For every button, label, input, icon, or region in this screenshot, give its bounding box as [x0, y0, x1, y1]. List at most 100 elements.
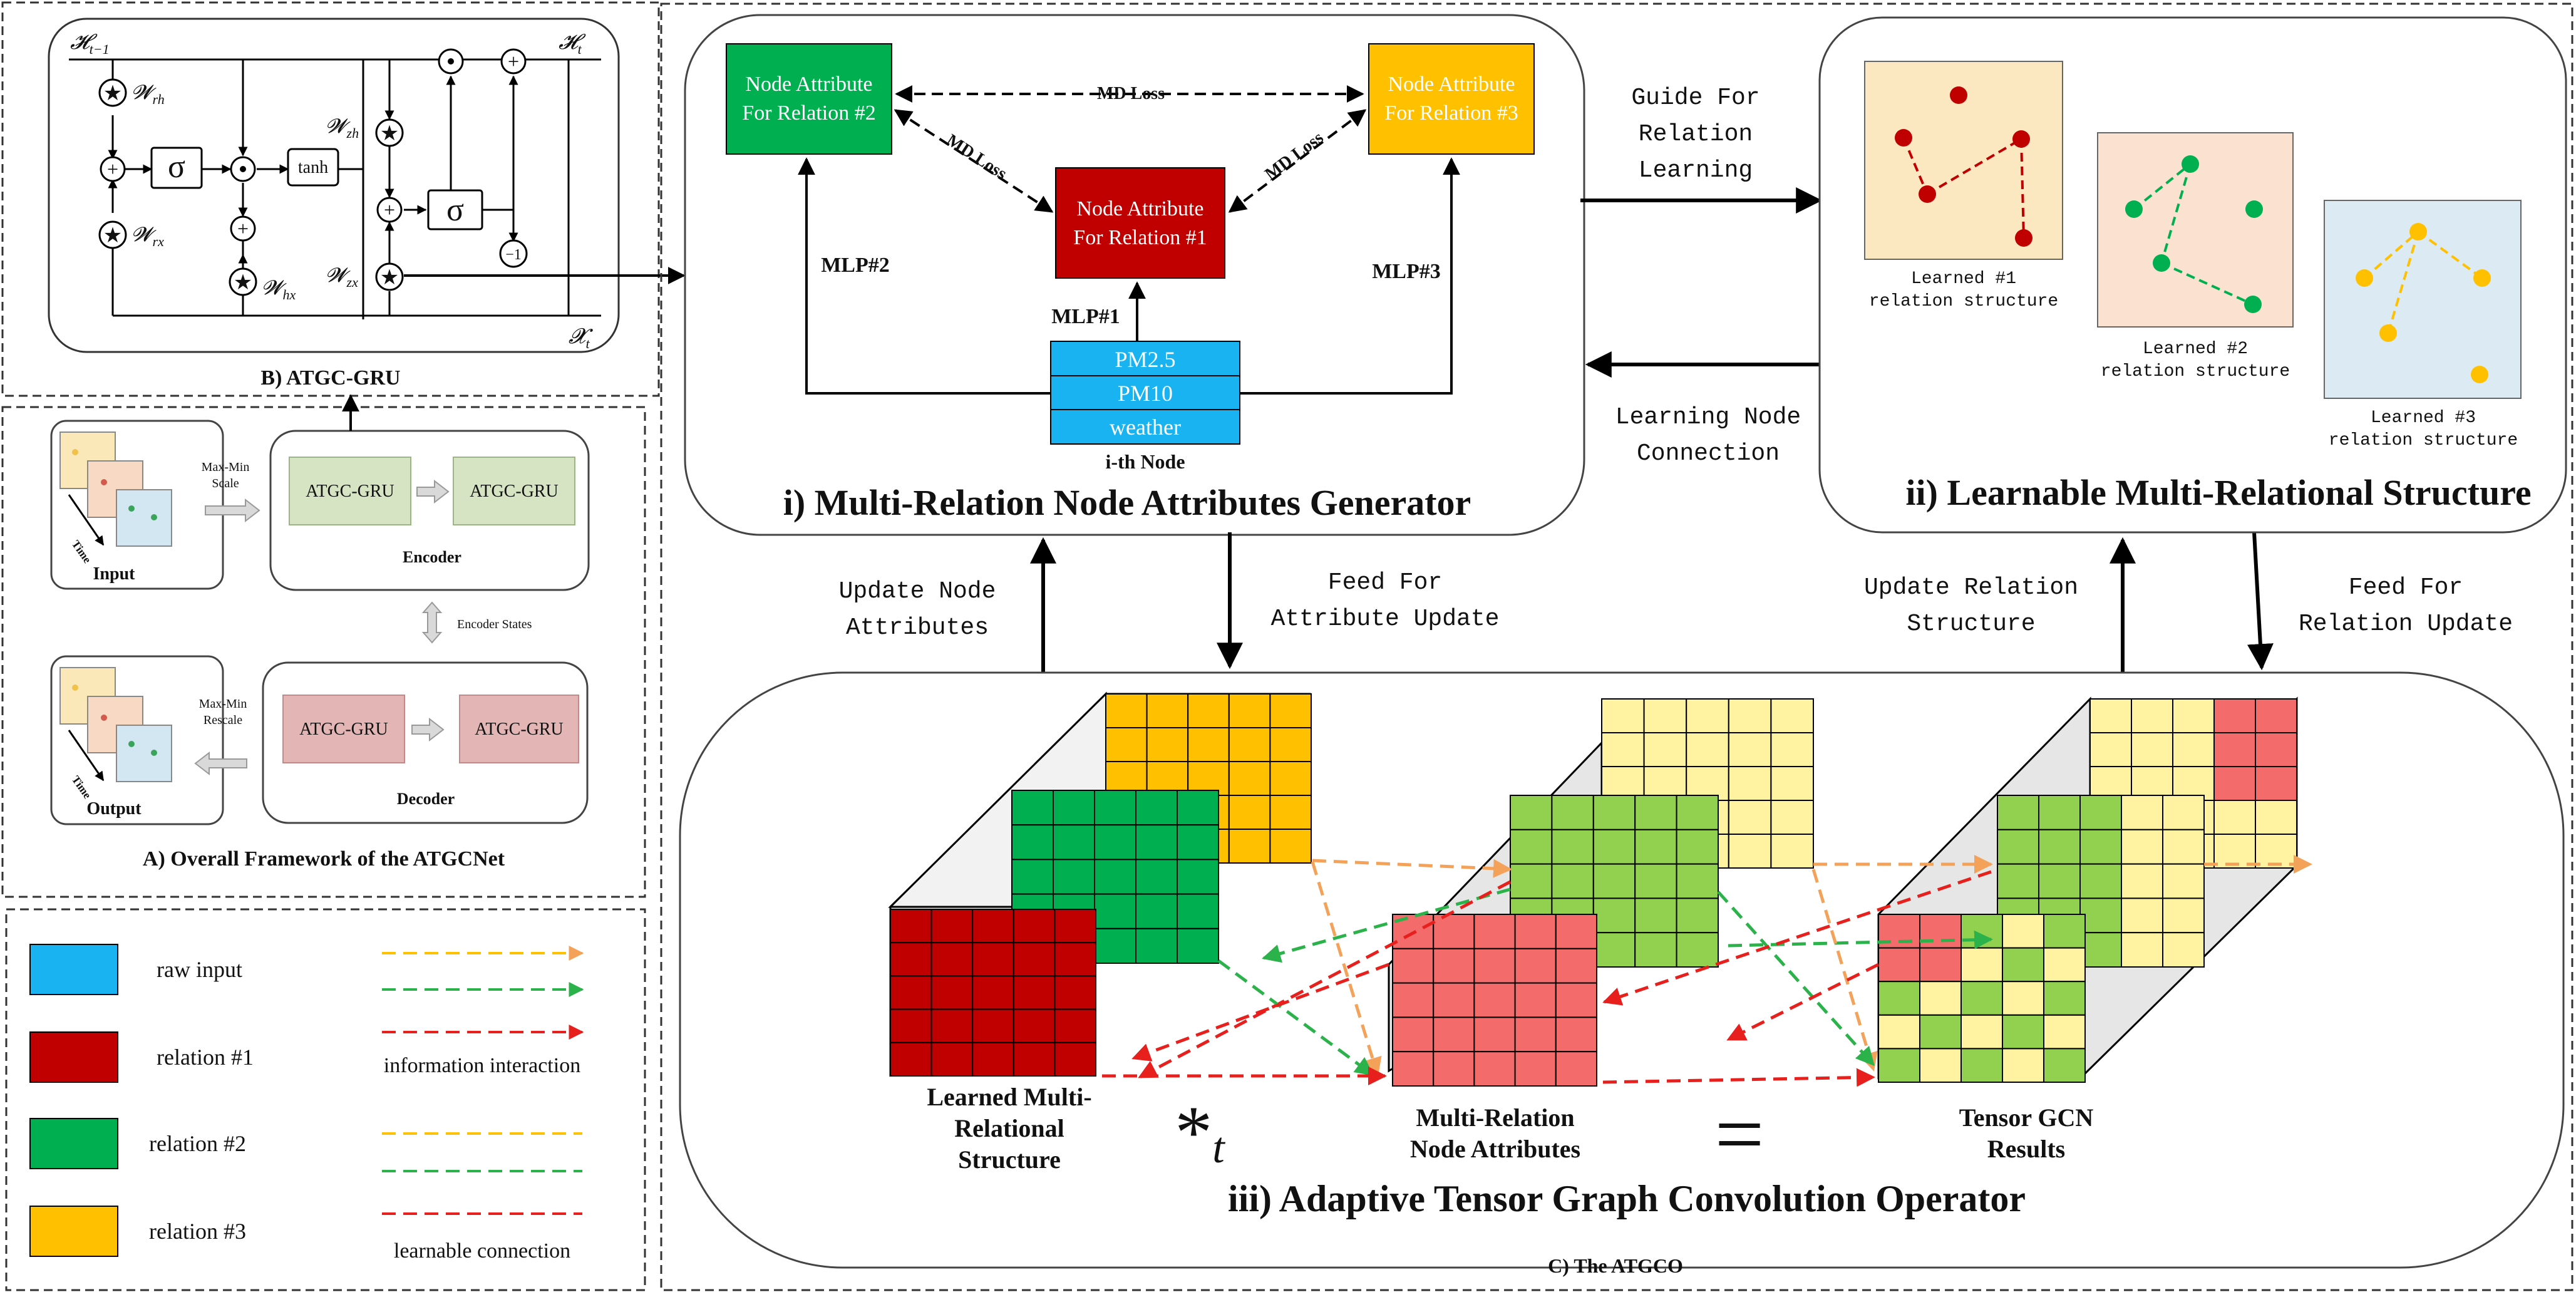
decoder-label: Decoder — [397, 790, 455, 808]
tensor-cell — [1997, 863, 2039, 899]
star-operator-icon — [98, 78, 127, 107]
output-label: Output — [86, 799, 142, 819]
equals-symbol: = — [1715, 1086, 1765, 1183]
gru-star-operators: ★ ★ ★ ★ ★ — [98, 78, 404, 296]
tensor-cell — [1269, 761, 1312, 796]
tensor-cell — [2131, 698, 2173, 733]
tensor-cell — [1269, 693, 1312, 728]
tensor-cell — [1592, 863, 1636, 899]
mlp-arrows — [798, 157, 1460, 395]
svg-text:★: ★ — [103, 82, 122, 105]
tensor-cell — [2213, 698, 2256, 733]
tensor-cell — [1510, 829, 1553, 865]
tensor-cell — [2002, 914, 2044, 949]
legend-dashed-frame — [5, 908, 646, 1291]
tensor-cell — [1053, 824, 1095, 860]
tensor-cell — [2255, 732, 2297, 767]
decoder-gru-block-1 — [282, 695, 405, 763]
tensor-cell — [2162, 932, 2205, 968]
output-stack-icon — [59, 667, 172, 782]
tensor-cell — [1514, 1051, 1557, 1087]
legend-swatch-relation2 — [29, 1118, 118, 1169]
legend-info-interaction: information interaction — [384, 1054, 580, 1077]
tensor-cell — [972, 975, 1014, 1010]
tensor-cell — [1728, 800, 1772, 835]
atgc-gru-panel: ★ ★ ★ ★ ★ + + + + σ tanh — [1, 1, 686, 397]
interaction-arrow — [1728, 930, 1993, 949]
interaction-arrow — [1726, 963, 1880, 1041]
tensor-cell — [1433, 914, 1475, 949]
tensor-cell — [2172, 698, 2215, 733]
tensor-cell — [1228, 795, 1271, 830]
sigma-label-2: σ — [446, 192, 464, 228]
star-operator-icon — [98, 220, 127, 249]
decoder-gru-label-1: ATGC-GRU — [299, 720, 388, 739]
tensor-cell — [1011, 859, 1054, 895]
tensor-cell — [1770, 834, 1814, 869]
mlp3-label: MLP#3 — [1372, 260, 1441, 283]
sigma-box-2 — [427, 189, 483, 230]
tensor-cell — [2043, 1048, 2086, 1083]
attr-relation1-box — [1055, 167, 1225, 279]
tensor-cell — [1433, 1016, 1475, 1053]
tensor-cell — [1012, 975, 1056, 1010]
tensor-cell — [2079, 795, 2122, 830]
structure-title: ii) Learnable Multi-Relational Structure — [1905, 472, 2531, 513]
tensor-cell — [1135, 824, 1178, 860]
tensor-cell — [1473, 1051, 1516, 1087]
interaction-arrow — [1312, 859, 1512, 878]
tensor-cell — [1094, 859, 1136, 895]
tensor-cell — [930, 975, 974, 1010]
encoder-gru-block-1 — [289, 457, 411, 525]
w-zx-label: 𝓦zx — [326, 264, 358, 290]
tensor-cell — [1728, 732, 1772, 767]
w-hx-label: 𝓦hx — [262, 276, 296, 302]
tensor-cell — [1728, 766, 1772, 801]
mlp2-label: MLP#2 — [821, 254, 890, 277]
tensor-cell — [1555, 982, 1598, 1018]
tensor-cell — [1054, 942, 1097, 977]
tensor-cell — [1592, 795, 1636, 830]
tensor-cell — [2089, 732, 2132, 767]
tensor-cell — [1634, 863, 1677, 899]
tensor-cell — [1187, 693, 1230, 728]
tensor-cell — [1177, 824, 1219, 860]
tensor-cell — [1146, 727, 1189, 762]
tensor-cell — [1997, 829, 2039, 865]
tanh-label: tanh — [298, 158, 328, 177]
tensor-cell — [1433, 982, 1475, 1018]
tensor-cell — [1919, 1048, 1962, 1083]
tensor-cell — [2043, 981, 2086, 1016]
tensor-cell — [2043, 1014, 2086, 1050]
encoder-label: Encoder — [403, 548, 461, 566]
atgco-caption: C) The ATGCO — [1548, 1254, 1683, 1277]
w-rh-label: 𝓦rh — [131, 81, 165, 107]
tensor-cell — [890, 1008, 932, 1043]
tensor-cell — [1960, 1048, 2003, 1083]
tensor-cell — [1269, 829, 1312, 864]
tensor-cell — [2121, 829, 2163, 865]
tensor-cell — [2079, 863, 2122, 899]
legend-label-raw-input: raw input — [157, 957, 242, 982]
tensor-cell — [1433, 948, 1475, 984]
tensor-cell — [1177, 790, 1219, 826]
tensor-cell — [2255, 698, 2297, 733]
tensor-cell — [2043, 947, 2086, 983]
tensor-cell — [890, 909, 932, 944]
tensor-cell — [2002, 947, 2044, 983]
tensor-cell — [1555, 1016, 1598, 1053]
tensor-cell — [1135, 893, 1178, 929]
md-loss-connectors — [894, 85, 1367, 213]
tensor-cell — [1228, 727, 1271, 762]
atgco-arrows — [1102, 855, 2312, 1087]
plus-icon — [230, 215, 256, 242]
encoder-gru-block-2 — [453, 457, 575, 525]
attr-relation3-box — [1368, 43, 1535, 155]
framework-dashed-frame — [1, 406, 646, 898]
